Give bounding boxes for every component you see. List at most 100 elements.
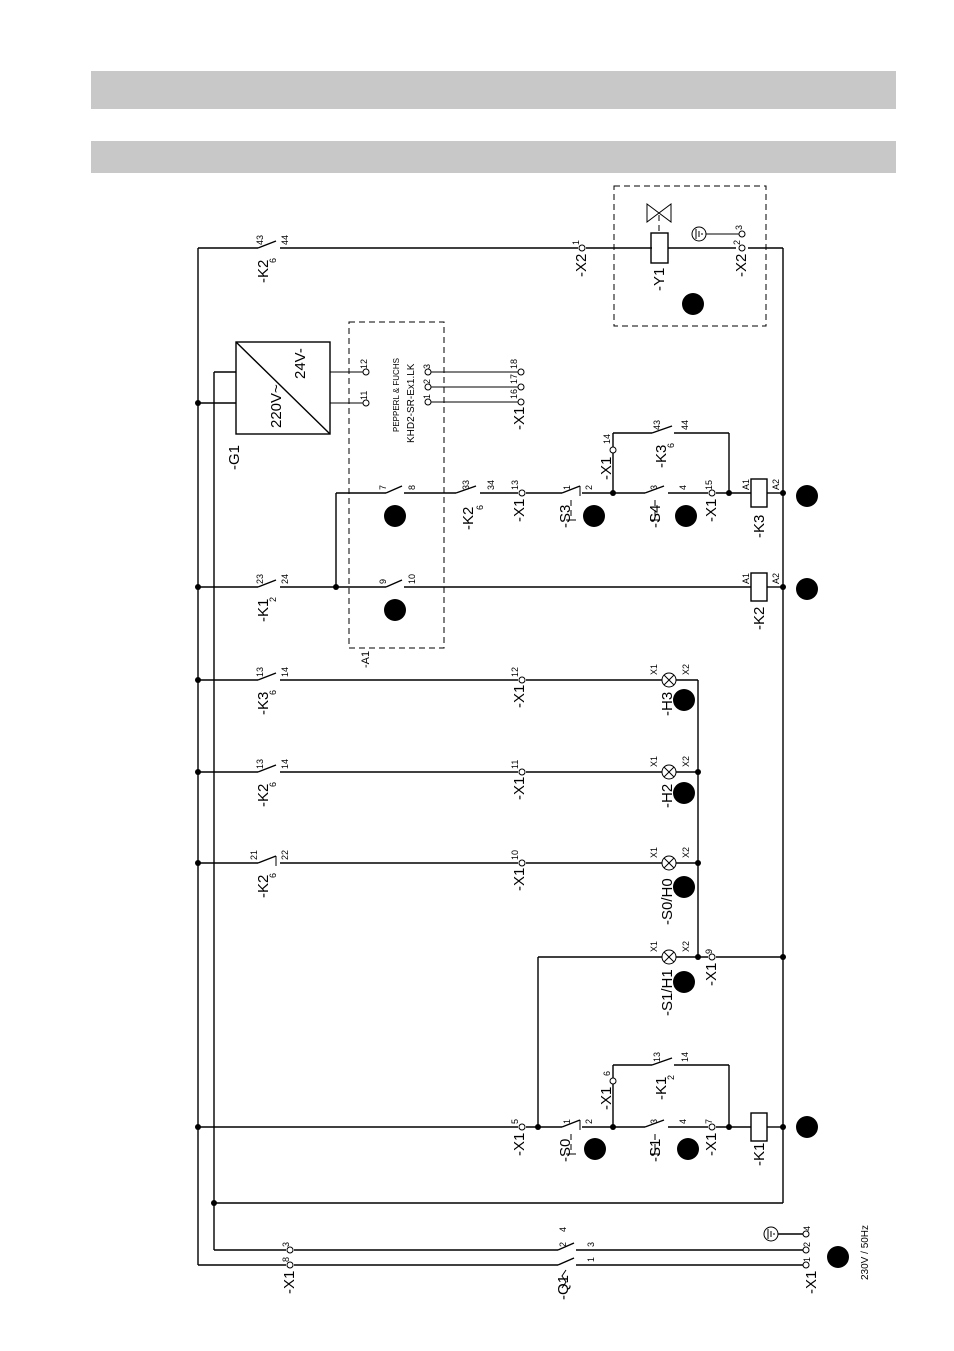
a1-maker: PEPPERL & FUCHS: [392, 358, 401, 432]
k2-21-label: -K2: [255, 875, 272, 898]
svg-text:43: 43: [255, 235, 265, 245]
x1-9-label: -X1: [703, 963, 720, 986]
reference-bullets: [384, 293, 849, 1268]
h3-lamp-icon: [661, 672, 677, 688]
x1-12-label: -X1: [511, 685, 528, 708]
svg-text:14: 14: [602, 434, 612, 444]
k2-13-label: -K2: [255, 784, 272, 807]
svg-text:2: 2: [558, 1242, 568, 1247]
svg-text:1: 1: [802, 1257, 812, 1262]
svg-text:2: 2: [584, 1119, 594, 1124]
svg-text:23: 23: [255, 574, 265, 584]
svg-text:A1: A1: [741, 573, 751, 584]
header-band-1: [91, 71, 896, 109]
k3-43-contact: [651, 425, 673, 434]
svg-text:17: 17: [509, 374, 519, 384]
x1-10-label: -X1: [511, 868, 528, 891]
svg-text:11: 11: [510, 760, 520, 769]
svg-text:8: 8: [281, 1257, 291, 1262]
svg-text:2: 2: [422, 379, 432, 384]
g1-input-label: 220V~: [268, 384, 285, 428]
svg-text:2: 2: [584, 485, 594, 490]
svg-text:14: 14: [680, 1052, 690, 1062]
svg-text:2: 2: [268, 597, 278, 602]
s0h0-label: -S0/H0: [659, 878, 676, 925]
svg-text:10: 10: [510, 850, 520, 860]
s1-contact: [644, 1119, 665, 1128]
k2-21-contact: [257, 855, 277, 864]
k2-mid-label: -K2: [460, 507, 477, 530]
x1-15-label: -X1: [703, 499, 720, 522]
x1-14-label: -X1: [598, 457, 615, 480]
g1-label: -G1: [226, 445, 243, 470]
k2-43-contact: [257, 240, 277, 249]
k3-13-contact: [257, 672, 277, 681]
svg-text:44: 44: [280, 235, 290, 245]
svg-text:X2: X2: [681, 664, 691, 675]
svg-text:6: 6: [268, 782, 278, 787]
svg-text:1: 1: [586, 1257, 596, 1262]
svg-text:1: 1: [422, 394, 432, 399]
svg-text:X1: X1: [649, 941, 659, 952]
k1-23-label: -K1: [255, 599, 272, 622]
svg-text:16: 16: [509, 389, 519, 399]
svg-text:6: 6: [475, 505, 485, 510]
k1-23-contact: [257, 579, 277, 588]
a1-label: -A1: [360, 651, 372, 668]
a1-model: KHD2-SR-Ex1.LK: [406, 363, 417, 443]
svg-text:34: 34: [486, 480, 496, 490]
svg-text:6: 6: [268, 258, 278, 263]
q1-label: -Q1: [555, 1275, 572, 1300]
svg-text:21: 21: [249, 850, 259, 860]
svg-text:3: 3: [281, 1242, 291, 1247]
svg-text:18: 18: [509, 359, 519, 369]
svg-text:A1: A1: [741, 479, 751, 490]
wiring: [197, 247, 803, 1266]
svg-text:7: 7: [704, 1119, 714, 1124]
svg-text:13: 13: [255, 759, 265, 769]
k1-coil-label: -K1: [751, 1143, 768, 1166]
svg-text:14: 14: [280, 667, 290, 677]
svg-text:3: 3: [422, 364, 432, 369]
k2-coil-label: -K2: [751, 607, 768, 630]
s0-contact: [561, 1119, 581, 1128]
svg-text:2: 2: [732, 240, 742, 245]
k3-coil-label: -K3: [751, 515, 768, 538]
labels: -K2 6 43 44 -X2 1 -Y1 -X2 2 3 -G1 220V~ …: [226, 225, 871, 1300]
y1-label: -Y1: [651, 268, 668, 291]
a1-9-contact: [385, 579, 403, 588]
svg-text:4: 4: [678, 1119, 688, 1124]
x1-5-label: -X1: [511, 1133, 528, 1156]
svg-text:1: 1: [562, 485, 572, 490]
q1-contact-2: [557, 1257, 575, 1266]
x2-right-label: -X2: [733, 254, 750, 277]
svg-text:2: 2: [666, 1075, 676, 1080]
svg-text:X1: X1: [649, 756, 659, 767]
k2-top-label: -K2: [255, 260, 272, 283]
svg-text:X1: X1: [649, 847, 659, 858]
s1-label: -S1: [647, 1139, 664, 1162]
k2-13-contact: [257, 764, 277, 773]
terminals: [286, 230, 810, 1269]
s4-label: -S4: [647, 505, 664, 528]
header-band-2: [91, 141, 896, 173]
g1-power-supply: [235, 341, 331, 435]
k1-coil: [750, 1112, 768, 1142]
k1-13-contact: [651, 1057, 673, 1066]
x1-sensor-label: -X1: [511, 407, 528, 430]
s1h1-label: -S1/H1: [659, 969, 676, 1016]
y1-coil: [650, 232, 669, 264]
k3-hold-label: -K3: [653, 445, 670, 468]
svg-text:14: 14: [280, 759, 290, 769]
svg-text:3: 3: [649, 485, 659, 490]
k3-13-label: -K3: [255, 692, 272, 715]
a1-7-contact: [385, 485, 403, 494]
svg-text:X1: X1: [649, 664, 659, 675]
svg-text:22: 22: [280, 850, 290, 860]
h2-label: -H2: [659, 784, 676, 808]
supply-voltage-label: 230V / 50Hz: [860, 1225, 871, 1280]
y1-valve-box: [613, 185, 767, 327]
svg-text:33: 33: [461, 480, 471, 490]
svg-text:10: 10: [407, 574, 417, 584]
